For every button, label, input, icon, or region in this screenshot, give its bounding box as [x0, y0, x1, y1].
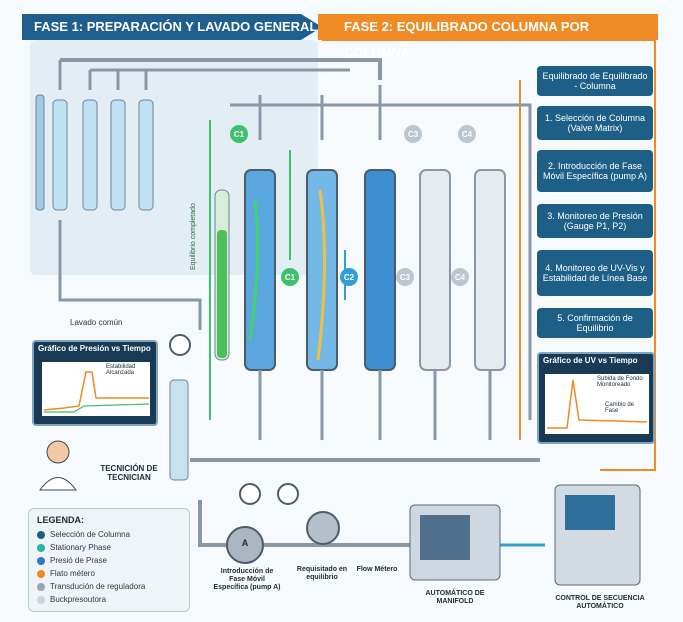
uv-chart-title: Gráfico de UV vs Tiempo: [543, 356, 638, 365]
pipe-drops: [58, 60, 148, 90]
legend-item: Selección de Columna: [37, 528, 181, 541]
flow-label: Flow Métero: [356, 566, 398, 573]
control-screen: [565, 495, 615, 530]
pressure-annotation: Estabilidad Alcanzada: [106, 364, 136, 376]
requisitado-label: Requisitado en equilibrio: [296, 566, 348, 582]
pipe-top: [60, 58, 382, 80]
legend-label: Stationary Phase: [50, 543, 111, 552]
equilibrium-fill: [217, 230, 227, 358]
legend-dot: [37, 556, 45, 565]
gauge-p2: [277, 483, 299, 505]
pipe-col-in: [258, 85, 382, 140]
legend-label: Selección de Columna: [50, 530, 131, 539]
pressure-line: [43, 371, 149, 411]
legend-label: Flato métero: [50, 569, 95, 578]
legend-title: LEGENDA:: [37, 515, 84, 525]
pressure-chart-title: Gráfico de Presión vs Tiempo: [38, 344, 151, 353]
pressure-line-2: [44, 403, 150, 413]
phase2-header: FASE 2: EQUILIBRADO COLUMNA POR COLUMNA: [318, 14, 658, 60]
step-header: Equilibrado de Equilibrado - Columna: [537, 66, 653, 96]
c1-side-label: Equilibrio completado: [190, 203, 197, 270]
reservoir-tube: [35, 94, 45, 211]
pipe-lavado: [58, 220, 202, 330]
control-label: CONTROL DE SECUENCIA AUTOMÁTICO: [555, 595, 645, 611]
manifold-screen: [420, 515, 470, 560]
step-4: 4. Monitoreo de UV-Vis y Estabilidad de …: [537, 250, 653, 296]
badge-c3-mid: C3: [396, 268, 414, 286]
badge-c1-mid: C1: [281, 268, 299, 286]
step-1: 1. Selección de Columna (Valve Matrix): [537, 106, 653, 140]
legend-item: Flato métero: [37, 567, 181, 580]
legend-label: Presió de Prase: [50, 556, 107, 565]
gauge-p1: [239, 483, 261, 505]
pipe-col-out: [258, 370, 492, 440]
pump-label: Introducción de Fase Móvil Específica (p…: [213, 568, 281, 592]
step-5: 5. Confirmación de Equilibrio: [537, 308, 653, 338]
step-2: 2. Introducción de Fase Móvil Específica…: [537, 150, 653, 192]
legend-dot: [37, 582, 45, 591]
pressure-plot-area: [42, 362, 150, 416]
badge-c2-mid: C2: [340, 268, 358, 286]
legend-item: Transdución de reguladora: [37, 580, 181, 593]
legend-dot: [37, 530, 45, 539]
legend-item: Presió de Prase: [37, 554, 181, 567]
pressure-chart: Gráfico de Presión vs Tiempo Estabilidad…: [32, 340, 158, 426]
pipe-right: [230, 103, 532, 420]
reservoir-column: [169, 379, 189, 481]
step-3: 3. Monitoreo de Presión (Gauge P1, P2): [537, 204, 653, 238]
uv-chart: Gráfico de UV vs Tiempo Subida de Fondo …: [537, 352, 655, 444]
uv-plot-area: [545, 374, 649, 434]
pressure-chart-plot: [42, 362, 150, 416]
wash-columns: [52, 99, 154, 211]
technician-label: TECNICIÓN DE TECNICIAN: [100, 464, 158, 483]
phase2-frame: [322, 39, 656, 471]
uv-annotation-1: Subida de Fondo Monitoreado: [597, 376, 643, 388]
manifold-label: AUTOMÁTICO DE MANIFOLD: [425, 590, 485, 606]
pump-b: [306, 511, 340, 545]
uv-line: [547, 379, 648, 429]
pump-letter: A: [241, 538, 249, 548]
badge-c3-top: C3: [404, 125, 422, 143]
badge-c4-mid: C4: [451, 268, 469, 286]
legend-item: Buckpresoutora: [37, 593, 181, 606]
legend-dot: [37, 569, 45, 578]
legend-dot: [37, 595, 45, 604]
uv-annotation-2: Cambio de Fase: [605, 402, 635, 414]
legend-item: Stationary Phase: [37, 541, 181, 554]
uv-chart-plot: [545, 374, 649, 434]
legend-label: Transdución de reguladora: [50, 582, 146, 591]
technician-icon: [46, 440, 70, 464]
legend-label: Buckpresoutora: [50, 595, 107, 604]
lavado-label: Lavado común: [70, 318, 123, 327]
gauge-p0: [169, 334, 191, 356]
legend-dot: [37, 543, 45, 552]
badge-c4-top: C4: [458, 125, 476, 143]
pump-a: [226, 526, 264, 564]
technician-body: [39, 477, 77, 491]
badge-c1-top: C1: [230, 125, 248, 143]
phase1-header: FASE 1: PREPARACIÓN Y LAVADO GENERAL: [22, 14, 322, 40]
